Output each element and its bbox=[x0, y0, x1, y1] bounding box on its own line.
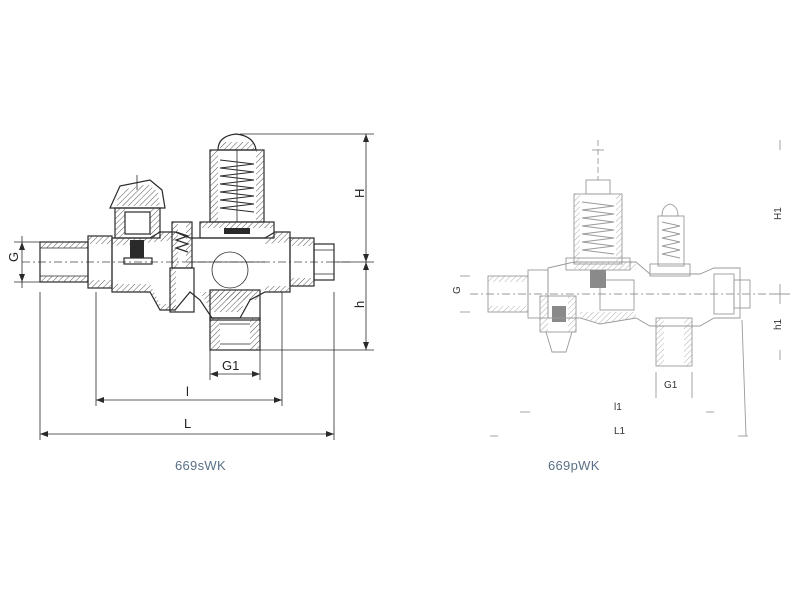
right-outlet-connector bbox=[289, 237, 335, 287]
dim-label-h-lower: h bbox=[352, 301, 367, 308]
valve-drawing-669pwk: G H1 h1 G1 l1 L1 669pWK bbox=[452, 140, 790, 473]
bottom-outlet bbox=[209, 289, 261, 351]
bottom-outlet bbox=[655, 317, 693, 367]
dim-label-g: G bbox=[452, 286, 463, 294]
valve-drawing-669swk: G H h G1 l L 669sWK bbox=[6, 133, 374, 473]
dim-label-h1-upper: H1 bbox=[773, 207, 784, 220]
dimension-arrows-669swk bbox=[19, 134, 369, 437]
dim-label-l1-small: l1 bbox=[614, 402, 622, 413]
secondary-bonnet bbox=[649, 203, 691, 277]
pressure-reducer-bonnet bbox=[199, 133, 275, 239]
dim-label-g: G bbox=[6, 252, 21, 262]
model-caption: 669sWK bbox=[175, 458, 226, 473]
dim-label-l1-large: L1 bbox=[614, 426, 626, 437]
dim-label-l-small: l bbox=[186, 384, 189, 399]
dim-label-h-upper: H bbox=[352, 189, 367, 198]
model-caption: 669pWK bbox=[548, 458, 600, 473]
dim-label-l-large: L bbox=[184, 416, 191, 431]
right-outlet-connector bbox=[713, 273, 751, 315]
side-plug bbox=[169, 221, 195, 313]
check-valve-cap bbox=[109, 175, 166, 265]
check-valve-cap bbox=[539, 295, 577, 353]
dim-label-g1: G1 bbox=[664, 380, 678, 391]
dim-label-g1: G1 bbox=[222, 358, 239, 373]
pressure-reducer-bonnet bbox=[565, 179, 631, 288]
dimension-lines-669pwk bbox=[460, 140, 790, 437]
dim-label-h1-lower: h1 bbox=[773, 318, 784, 330]
